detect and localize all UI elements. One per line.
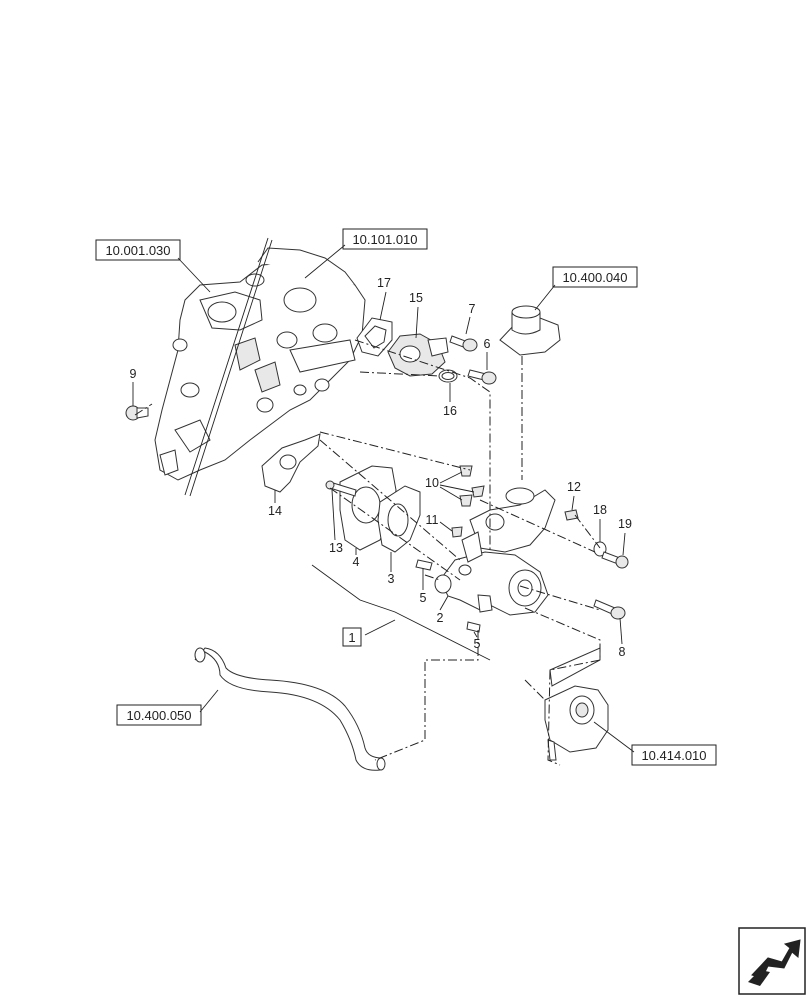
svg-text:10.101.010: 10.101.010: [352, 232, 417, 247]
coolant-hose: [194, 647, 386, 771]
bolt-7: [449, 335, 478, 352]
water-pump-housing-2: [434, 487, 556, 616]
reference-box-10-400-050[interactable]: 10.400.050: [116, 689, 219, 726]
callout-6: 6: [484, 337, 491, 351]
engine-block-illustration: [154, 237, 366, 497]
callout-11: 11: [426, 513, 439, 527]
plug-11: [451, 526, 463, 538]
reference-box-10-414-010[interactable]: 10.414.010: [593, 721, 717, 766]
thermostat-cover-15: [387, 333, 449, 377]
callout-5b: 5: [474, 637, 481, 651]
navigation-arrow-icon[interactable]: [738, 927, 806, 995]
svg-text:10.414.010: 10.414.010: [641, 748, 706, 763]
callout-9: 9: [130, 367, 137, 381]
callout-13: 13: [329, 541, 343, 555]
callout-10: 10: [425, 476, 439, 490]
bolt-8: [593, 599, 626, 620]
svg-text:1: 1: [348, 630, 355, 645]
assembly-lines: [134, 339, 601, 766]
stud-5: [415, 559, 481, 633]
callout-15: 15: [409, 291, 423, 305]
callout-5a: 5: [420, 591, 427, 605]
callout-2: 2: [437, 611, 444, 625]
assembly-box-1[interactable]: 1: [342, 627, 362, 647]
callout-12: 12: [567, 480, 581, 494]
callout-14: 14: [268, 504, 282, 518]
callout-4: 4: [353, 555, 360, 569]
plug-9: [125, 405, 149, 421]
svg-text:10.400.040: 10.400.040: [562, 270, 627, 285]
callout-16: 16: [443, 404, 457, 418]
callout-3: 3: [388, 572, 395, 586]
callout-7: 7: [469, 302, 476, 316]
reference-box-10-101-010[interactable]: 10.101.010: [304, 228, 428, 279]
gasket-3: [377, 485, 421, 553]
fan-pulley: [544, 647, 609, 761]
callouts: 17 15 7 6 9 16 10 11 12 18 19 14 13 4 3 …: [130, 276, 632, 659]
callout-18: 18: [593, 503, 607, 517]
callout-19: 19: [618, 517, 632, 531]
callout-8: 8: [619, 645, 626, 659]
svg-text:10.001.030: 10.001.030: [105, 243, 170, 258]
water-outlet-pipe: [499, 305, 561, 356]
gasket-14: [261, 433, 321, 493]
reference-box-10-001-030[interactable]: 10.001.030: [95, 239, 211, 293]
reference-box-10-400-040[interactable]: 10.400.040: [534, 266, 638, 311]
screw-12: [564, 509, 579, 521]
plugs-10: [459, 465, 485, 507]
assembly-bracket: [311, 564, 491, 661]
bolt-6: [467, 369, 497, 385]
o-ring-16: [438, 369, 458, 383]
bolt-13: [325, 480, 357, 497]
svg-text:10.400.050: 10.400.050: [126, 708, 191, 723]
callout-17: 17: [377, 276, 391, 290]
bolt-19: [601, 551, 629, 569]
